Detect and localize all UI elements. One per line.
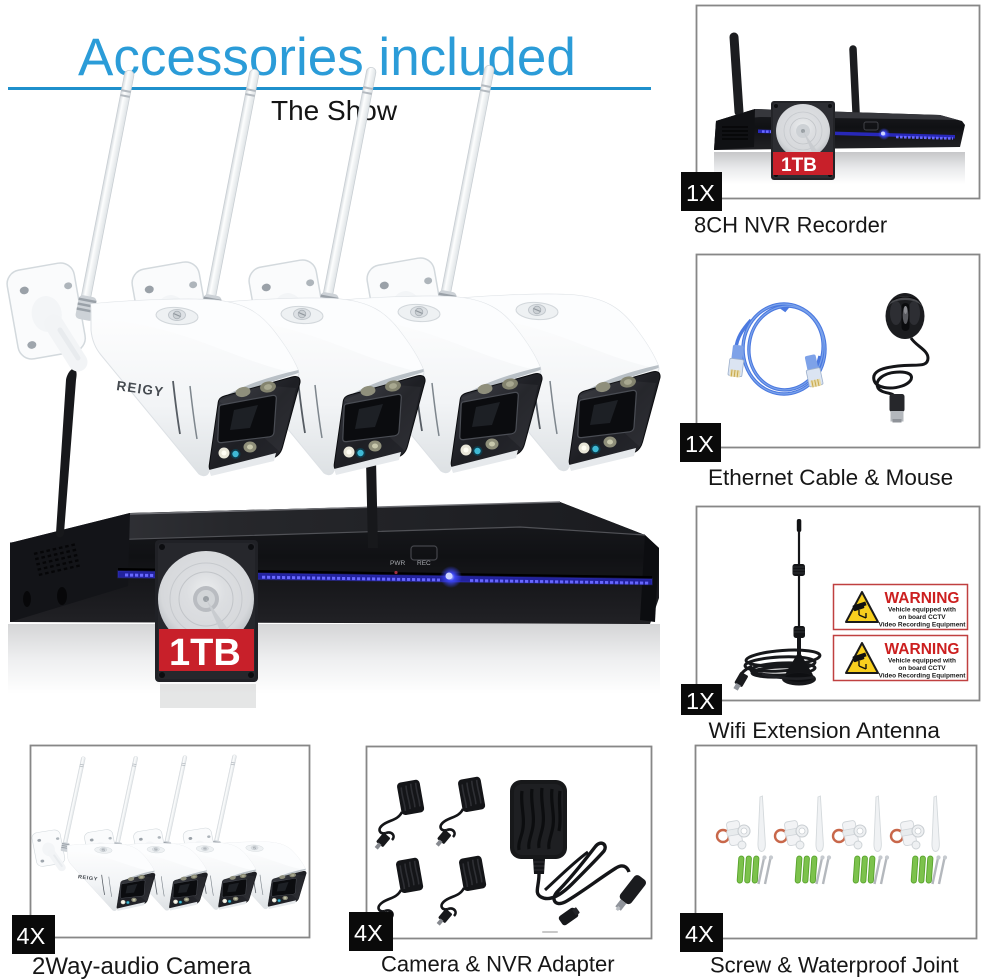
svg-text:Video Recording Equipment: Video Recording Equipment [879,622,967,629]
svg-text:4X: 4X [17,923,46,949]
svg-text:REC: REC [417,560,431,567]
svg-text:REIGY: REIGY [116,378,166,400]
svg-text:PWR: PWR [390,560,405,567]
svg-text:4X: 4X [685,921,714,947]
svg-text:on board CCTV: on board CCTV [898,614,946,621]
svg-text:1TB: 1TB [781,155,817,176]
svg-text:WARNING: WARNING [885,590,960,607]
svg-text:The Show: The Show [271,95,398,126]
svg-text:1X: 1X [685,431,714,457]
svg-text:1TB: 1TB [169,632,241,674]
svg-text:Ethernet Cable & Mouse: Ethernet Cable & Mouse [708,465,953,490]
svg-text:1X: 1X [686,688,715,714]
svg-text:Wifi Extension Antenna: Wifi Extension Antenna [709,718,941,743]
svg-text:Camera & NVR Adapter: Camera & NVR Adapter [381,952,615,977]
svg-text:Screw & Waterproof Joint: Screw & Waterproof Joint [710,953,959,978]
svg-text:4X: 4X [354,920,383,946]
svg-text:Accessories included: Accessories included [78,28,576,87]
svg-text:8CH NVR Recorder: 8CH NVR Recorder [694,213,887,238]
svg-text:2Way-audio Camera: 2Way-audio Camera [32,953,252,979]
svg-text:1X: 1X [686,180,715,206]
svg-text:Vehicle equipped with: Vehicle equipped with [888,607,956,614]
